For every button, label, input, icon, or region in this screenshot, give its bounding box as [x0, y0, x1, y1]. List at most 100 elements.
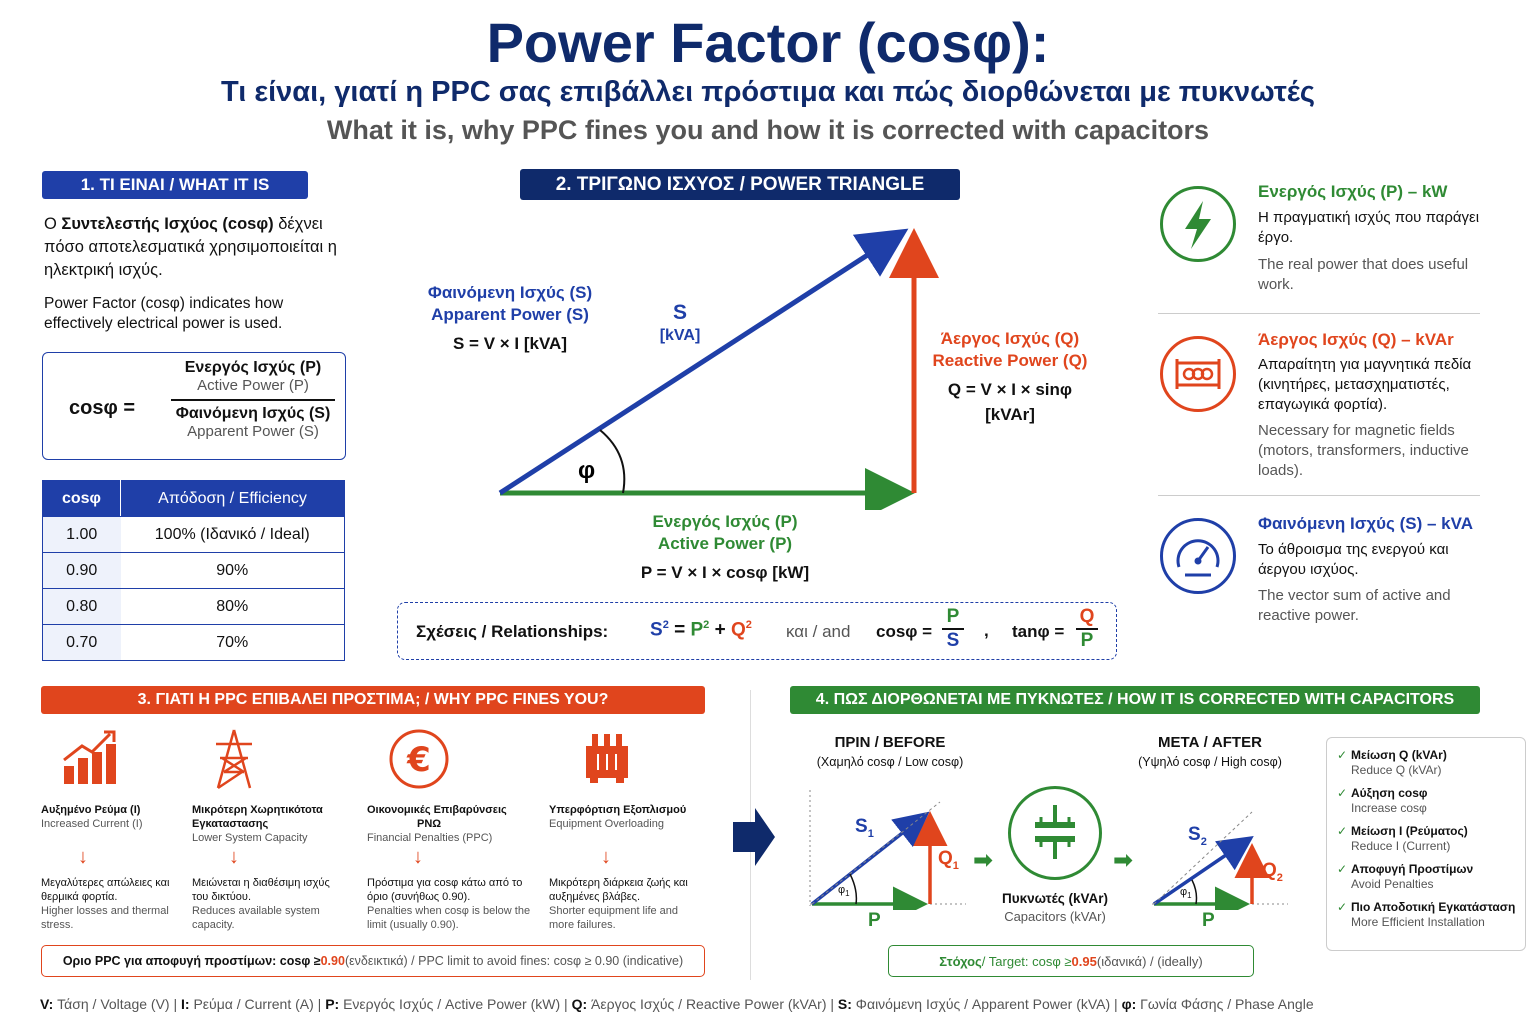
after-title: ΜΕΤΑ / AFTER — [1158, 734, 1262, 751]
s1-intro-b: Συντελεστής Ισχύος (cosφ) — [61, 215, 274, 233]
th-efficiency: Απόδοση / Efficiency — [120, 480, 345, 517]
rel-label: Σχέσεις / Relationships: — [416, 622, 609, 641]
check-gr: Μείωση I (Ρεύματος) — [1351, 824, 1468, 838]
th-cos: cosφ — [42, 480, 121, 517]
s3-col4-result: Μικρότερη διάρκεια ζωής και αυξημένες βλ… — [549, 876, 699, 932]
p-before-label: P — [868, 910, 881, 931]
p-formula: P = V × I × cosφ [kW] — [640, 563, 810, 582]
legend-key: S: — [837, 996, 852, 1012]
transformer-icon — [586, 734, 628, 783]
right-q-title: Άεργος Ισχύς (Q) – kVAr — [1258, 330, 1454, 349]
cell: 0.70 — [42, 624, 121, 661]
s3-col4-title-en: Equipment Overloading — [549, 818, 664, 830]
target-c: (ιδανικά) / (ideally) — [1096, 953, 1203, 969]
checklist-item: ✓Μείωση Q (kVAr)Reduce Q (kVAr) — [1337, 748, 1517, 778]
s3-col2-title-en: Lower System Capacity — [192, 832, 308, 844]
check-en: Reduce Q (kVAr) — [1351, 763, 1442, 777]
angle-arc — [599, 429, 626, 494]
frac-bar — [942, 628, 964, 630]
coil-icon — [1160, 336, 1236, 412]
cell: 80% — [120, 588, 345, 625]
sub: 1 — [845, 889, 850, 899]
fraction-bar — [171, 399, 335, 401]
legend-value: Τάση / Voltage (V) — [53, 996, 170, 1012]
euro-icon: € — [389, 729, 449, 789]
s3-col3-res-gr: Πρόστιμα για cosφ κάτω από το όριο (συνή… — [367, 877, 523, 903]
arrow-right-icon: ➡ — [973, 847, 994, 874]
frac-bar — [1076, 628, 1098, 630]
limit-a: Οριο PPC για αποφυγή προστίμων: cosφ ≥ — [62, 954, 321, 968]
s2-vector-label: S2 — [1188, 824, 1207, 848]
s3-col3-title-gr2: PΝΩ — [417, 818, 442, 830]
q-formula: Q = V × I × sinφ — [947, 380, 1073, 399]
rel-eq: = — [674, 619, 686, 641]
s-letter: S — [672, 301, 687, 324]
target-box: Στόχος / Target: cosφ ≥ 0.95 (ιδανικά) /… — [888, 945, 1254, 977]
cap-en: Capacitors (kVAr) — [1004, 909, 1106, 924]
formula-box: cosφ = Ενεργός Ισχύς (P) Active Power (P… — [42, 352, 346, 460]
before-title: ΠΡΙΝ / BEFORE — [834, 734, 946, 751]
cell: 90% — [120, 552, 345, 589]
check-icon: ✓ — [1337, 862, 1348, 876]
s3-col1: Αυξημένο Ρεύμα (I) Increased Current (I) — [41, 803, 201, 831]
s-gr: Φαινόμενη Ισχύς (S) — [427, 283, 593, 302]
s1-letter: S — [855, 816, 868, 837]
p-after-label: P — [1202, 910, 1215, 931]
legend-key: V: — [40, 996, 54, 1012]
sub: 2 — [1200, 835, 1207, 848]
cell: 70% — [120, 624, 345, 661]
check-gr: Μείωση Q (kVAr) — [1351, 748, 1447, 762]
rel-comma: , — [984, 621, 989, 640]
rel-p: P — [690, 619, 704, 641]
arrow-right-icon: ➡ — [1113, 847, 1134, 874]
legend-footer: V: Τάση / Voltage (V) | I: Ρεύμα / Curre… — [40, 996, 1510, 1012]
legend-key: P: — [325, 996, 340, 1012]
check-icon: ✓ — [1337, 748, 1348, 762]
rel-cos: cosφ = — [876, 622, 933, 641]
q-unit: [kVAr] — [985, 405, 1035, 424]
right-s-en: The vector sum of active and reactive po… — [1258, 587, 1451, 624]
check-en: More Efficient Installation — [1351, 915, 1485, 929]
cell: 0.90 — [42, 552, 121, 589]
before-sub: (Χαμηλό cosφ / Low cosφ) — [816, 755, 964, 769]
sup: 2 — [703, 619, 710, 631]
s3-col2: Μικρότερη Χωρητικότοτα Εγκαταστασης Lowe… — [192, 803, 352, 845]
right-p-gr: Η πραγματική ισχύς που παράγει έργο. — [1258, 209, 1480, 246]
frac-p: P — [946, 606, 960, 627]
s1-intro-a: Ο — [44, 215, 62, 233]
section3-title: 3. ΓΙΑΤΙ Η PPC ΕΠΙΒΑΛΕΙ ΠΡΟΣΤΙΜΑ; / WHY … — [41, 686, 705, 714]
checklist-item: ✓Μείωση I (Ρεύματος)Reduce I (Current) — [1337, 824, 1517, 854]
q-label: Άεργος Ισχύς (Q)Reactive Power (Q) — [930, 328, 1090, 372]
p-gr: Ενεργός Ισχύς (P) — [652, 512, 798, 531]
section2-title: 2. ΤΡΙΓΩΝΟ ΙΣΧΥΟΣ / POWER TRIANGLE — [520, 169, 960, 200]
subtitle-english: What it is, why PPC fines you and how it… — [326, 115, 1210, 145]
svg-text:€: € — [406, 740, 431, 780]
check-icon: ✓ — [1337, 824, 1348, 838]
s1-intro: Ο Συντελεστής Ισχύος (cosφ) δέχνει πόσο … — [44, 213, 354, 282]
s3-col1-title-gr: Αυξημένο Ρεύμα (I) — [41, 804, 141, 816]
s3-col3-res-en: Penalties when cosφ is below the limit (… — [367, 905, 531, 931]
s3-col3-result: Πρόστιμα για cosφ κάτω από το όριο (συνή… — [367, 876, 532, 932]
target-value: 0.95 — [1071, 953, 1097, 969]
capacitor-icon — [1008, 786, 1102, 880]
s-unit: [kVA] — [659, 327, 701, 344]
limit-value: 0.90 — [320, 954, 345, 968]
separator: | — [560, 996, 572, 1012]
s3-col1-res-en: Higher losses and thermal stress. — [41, 905, 169, 931]
check-en: Reduce I (Current) — [1351, 839, 1451, 853]
sup: 2 — [662, 619, 669, 631]
s-formula: S = V × I [kVA] — [452, 334, 567, 353]
sub: 2 — [1276, 871, 1283, 884]
legend-value: Ενεργός Ισχύς / Active Power (kW) — [339, 996, 561, 1012]
s3-col2-result: Μειώνεται η διαθέσιμη ισχύς του δικτύου.… — [192, 876, 342, 932]
s-vector — [498, 228, 909, 496]
s3-col2-res-gr: Μειώνεται η διαθέσιμη ισχύς του δικτύου. — [192, 877, 330, 903]
s3-col4-res-en: Shorter equipment life and more failures… — [549, 905, 679, 931]
legend-key: φ: — [1121, 996, 1137, 1012]
q1-vector-label: Q1 — [938, 848, 959, 872]
check-icon: ✓ — [1337, 900, 1348, 914]
